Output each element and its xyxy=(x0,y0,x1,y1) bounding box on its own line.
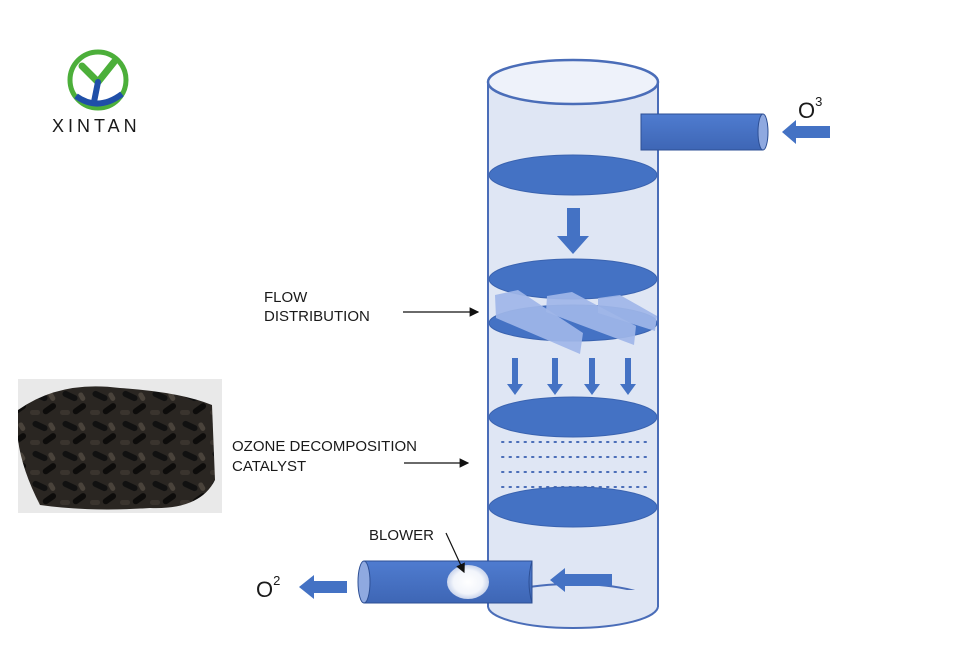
small-down-arrows xyxy=(507,358,636,395)
top-disc xyxy=(488,154,658,196)
flow-label-line1: FLOW xyxy=(264,289,308,306)
distribution-vanes xyxy=(495,290,657,354)
catalyst-label-line2: CATALYST xyxy=(232,458,307,475)
flow-label-line2: DISTRIBUTION xyxy=(264,308,370,325)
outlet-arrow xyxy=(299,575,347,599)
xintan-logo-icon xyxy=(67,49,129,111)
outlet-pipe xyxy=(357,560,533,604)
catalyst-label-line1: OZONE DECOMPOSITION xyxy=(232,438,418,455)
blower-inlet-arrow xyxy=(550,568,612,592)
ozone-inlet-sup: 3 xyxy=(815,94,823,109)
blower-label: BLOWER xyxy=(369,527,435,544)
down-arrow-main xyxy=(557,208,589,254)
inlet-pipe xyxy=(640,113,769,151)
blower-icon xyxy=(447,565,489,599)
ozone-inlet-label: O3 xyxy=(798,94,822,124)
blower-leader-arrow xyxy=(445,532,465,574)
catalyst-disc-lower xyxy=(488,486,658,528)
oxygen-outlet-sup: 2 xyxy=(273,573,281,588)
oxygen-outlet-base: O xyxy=(256,577,274,602)
pellet-catalyst-photo xyxy=(18,379,222,513)
brand-name: XINTAN xyxy=(52,116,141,136)
ozone-inlet-base: O xyxy=(798,98,816,123)
catalyst-disc-upper xyxy=(488,396,658,438)
inlet-arrow xyxy=(782,120,830,144)
oxygen-outlet-label: O2 xyxy=(256,573,280,603)
catalyst-bed-dots xyxy=(501,441,649,488)
